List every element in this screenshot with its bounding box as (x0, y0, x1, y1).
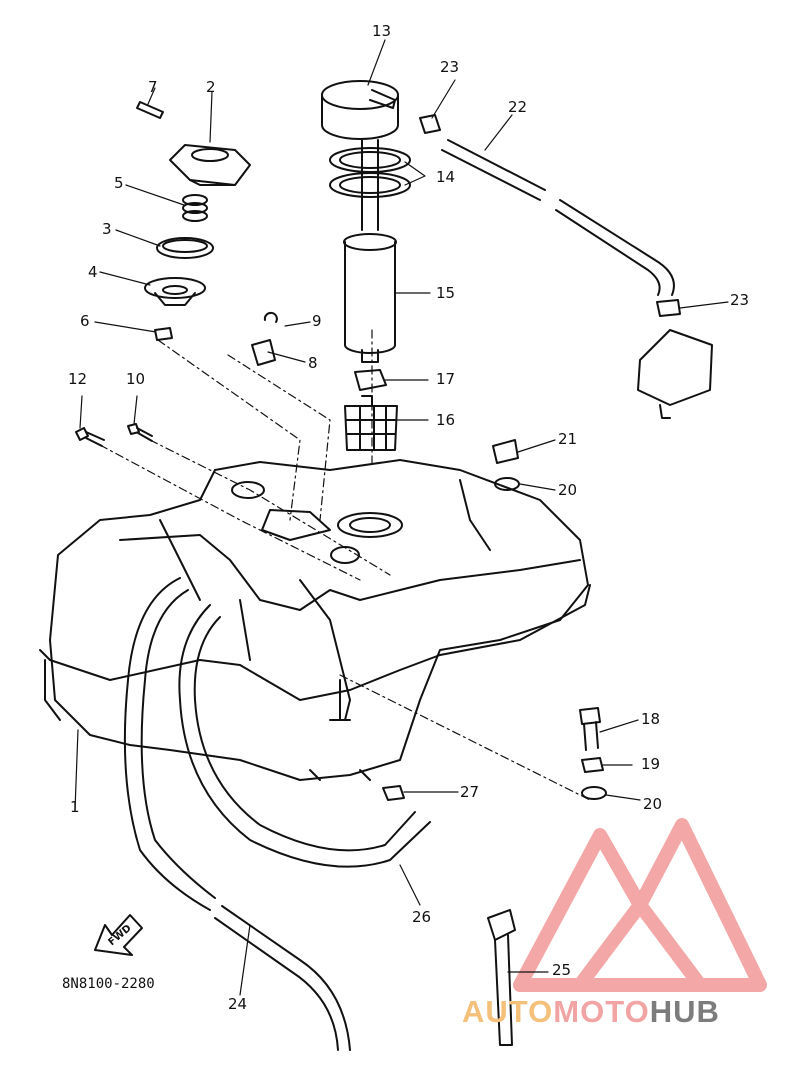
label-part-4: 4 (88, 263, 98, 281)
label-part-22: 22 (508, 98, 528, 116)
washer-20b (581, 786, 607, 800)
nut-19 (581, 757, 604, 773)
label-part-12: 12 (68, 370, 88, 388)
label-part-8: 8 (308, 354, 318, 372)
brand-part-auto: AUTO (462, 994, 554, 1029)
label-part-5: 5 (114, 174, 124, 192)
hose-clamp-23b (656, 299, 681, 317)
label-part-16: 16 (436, 411, 456, 429)
valve-plate (637, 329, 713, 406)
bolt-18 (579, 707, 601, 751)
pin (136, 101, 164, 119)
reference-lines (99, 329, 591, 801)
clip-9 (263, 311, 278, 323)
small-nut (154, 327, 173, 341)
label-part-15: 15 (436, 284, 456, 302)
fuel-pipe (343, 139, 397, 363)
watermark-brand: AUTOMOTOHUB (462, 994, 720, 1030)
spring (182, 194, 208, 222)
hose-clamp-23a (419, 114, 441, 134)
label-part-2: 2 (206, 78, 216, 96)
collar (144, 277, 206, 306)
label-part-25: 25 (552, 961, 572, 979)
label-part-1: 1 (70, 798, 80, 816)
brand-part-hub: HUB (649, 994, 720, 1029)
drain-hose (178, 604, 431, 868)
label-part-23-top: 23 (440, 58, 460, 76)
label-part-19: 19 (641, 755, 661, 773)
label-part-3: 3 (102, 220, 112, 238)
gasket (156, 237, 214, 259)
watermark-logo-icon (513, 818, 767, 992)
breather-hose-upper (441, 139, 675, 296)
label-part-23-right: 23 (730, 291, 750, 309)
label-part-18: 18 (641, 710, 661, 728)
label-part-21: 21 (558, 430, 578, 448)
label-part-13: 13 (372, 22, 392, 40)
cap-nut (492, 439, 519, 464)
fuel-strainer (344, 395, 398, 451)
fuel-tank (39, 459, 591, 781)
label-part-10: 10 (126, 370, 146, 388)
label-part-20-top: 20 (558, 481, 578, 499)
leader-lines (74, 39, 729, 996)
overflow-hose (123, 577, 351, 1051)
drawing-code: 8N8100-2280 (62, 976, 155, 992)
tank-strap (487, 909, 516, 1046)
label-part-9: 9 (312, 312, 322, 330)
label-part-20-bottom: 20 (643, 795, 663, 813)
bolt-12 (75, 427, 105, 447)
label-part-26: 26 (412, 908, 432, 926)
label-part-27: 27 (460, 783, 480, 801)
label-part-14: 14 (436, 168, 456, 186)
label-part-6: 6 (80, 312, 90, 330)
o-ring-pair (329, 147, 411, 198)
washer-20a (494, 477, 520, 491)
bolt-10 (127, 423, 153, 442)
label-part-24: 24 (228, 995, 248, 1013)
fuel-pump-cap (321, 80, 399, 140)
hose-clamp-17 (354, 369, 387, 391)
fwd-arrow-icon (94, 914, 143, 956)
label-part-17: 17 (436, 370, 456, 388)
brand-part-moto: MOTO (553, 994, 650, 1029)
label-part-7: 7 (148, 78, 158, 96)
clip-8 (251, 339, 276, 366)
fuel-cap-lid (169, 144, 251, 186)
hose-clamp-27 (382, 785, 405, 801)
